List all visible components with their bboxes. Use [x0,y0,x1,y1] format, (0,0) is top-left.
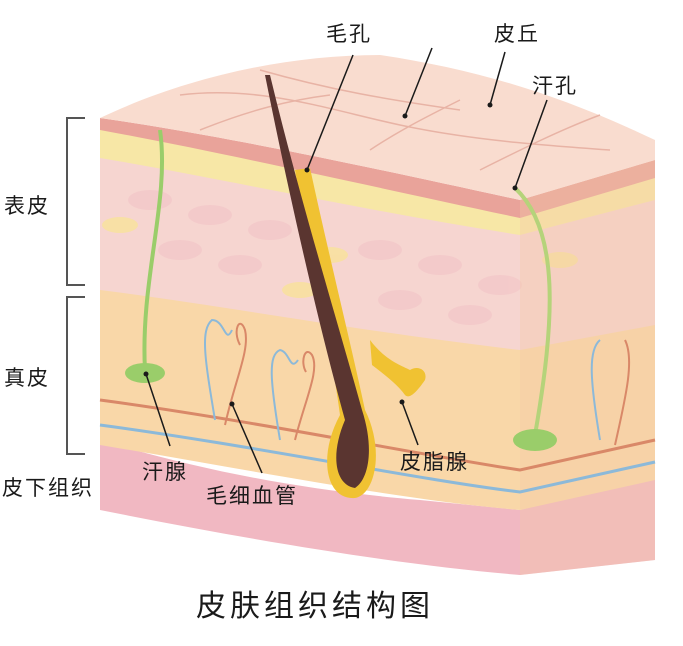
stratum-edge [100,118,655,218]
sweat-pore-label: 汗孔 [532,74,578,98]
capillary-label: 毛细血管 [206,484,298,508]
sweat-gland-label: 汗腺 [142,460,188,484]
sebaceous-gland [370,340,426,397]
dermis-label: 真皮 [4,366,50,390]
skin-ridge-label: 皮丘 [494,22,540,46]
leader-lines [145,47,548,474]
sebaceous-gland-label: 皮脂腺 [400,450,469,474]
hair-pore-label: 毛孔 [326,22,372,46]
subcutaneous-label: 皮下组织 [2,476,94,500]
hair-shaft [265,75,369,488]
epidermis-label: 表皮 [4,194,50,218]
capillary-loops [204,318,631,446]
diagram-title: 皮肤组织结构图 [196,589,434,624]
skin-surface [100,55,655,200]
subcutaneous-layer [100,440,655,575]
layer-brackets [66,117,85,455]
sweat-gland-right [513,186,557,451]
surface-grooves [179,69,611,171]
